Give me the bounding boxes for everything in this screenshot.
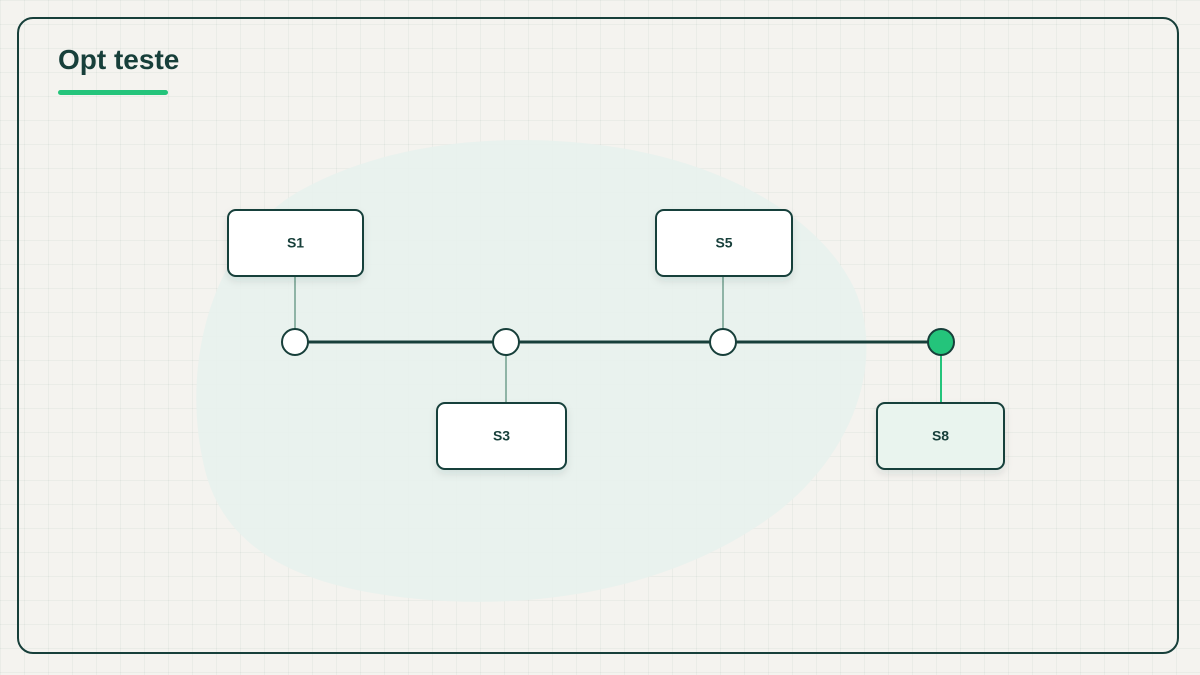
- slide-frame: [17, 17, 1179, 654]
- event-marker: [709, 328, 737, 356]
- event-label: S5: [715, 235, 732, 251]
- page-title: Opt teste: [58, 44, 180, 75]
- event-card[interactable]: [436, 402, 567, 470]
- timeline-event: S1: [227, 209, 364, 356]
- event-marker: [281, 328, 309, 356]
- event-marker: [492, 328, 520, 356]
- event-card[interactable]: [655, 209, 793, 277]
- event-card[interactable]: [227, 209, 364, 277]
- timeline-event: S8: [876, 328, 1005, 470]
- event-label: S8: [932, 428, 949, 444]
- event-label: S1: [287, 235, 304, 251]
- timeline-event: S3: [436, 328, 567, 470]
- title-underline: [58, 90, 168, 95]
- event-marker-active: [927, 328, 955, 356]
- event-card[interactable]: [876, 402, 1005, 470]
- timeline-event: S5: [655, 209, 793, 356]
- event-label: S3: [493, 428, 510, 444]
